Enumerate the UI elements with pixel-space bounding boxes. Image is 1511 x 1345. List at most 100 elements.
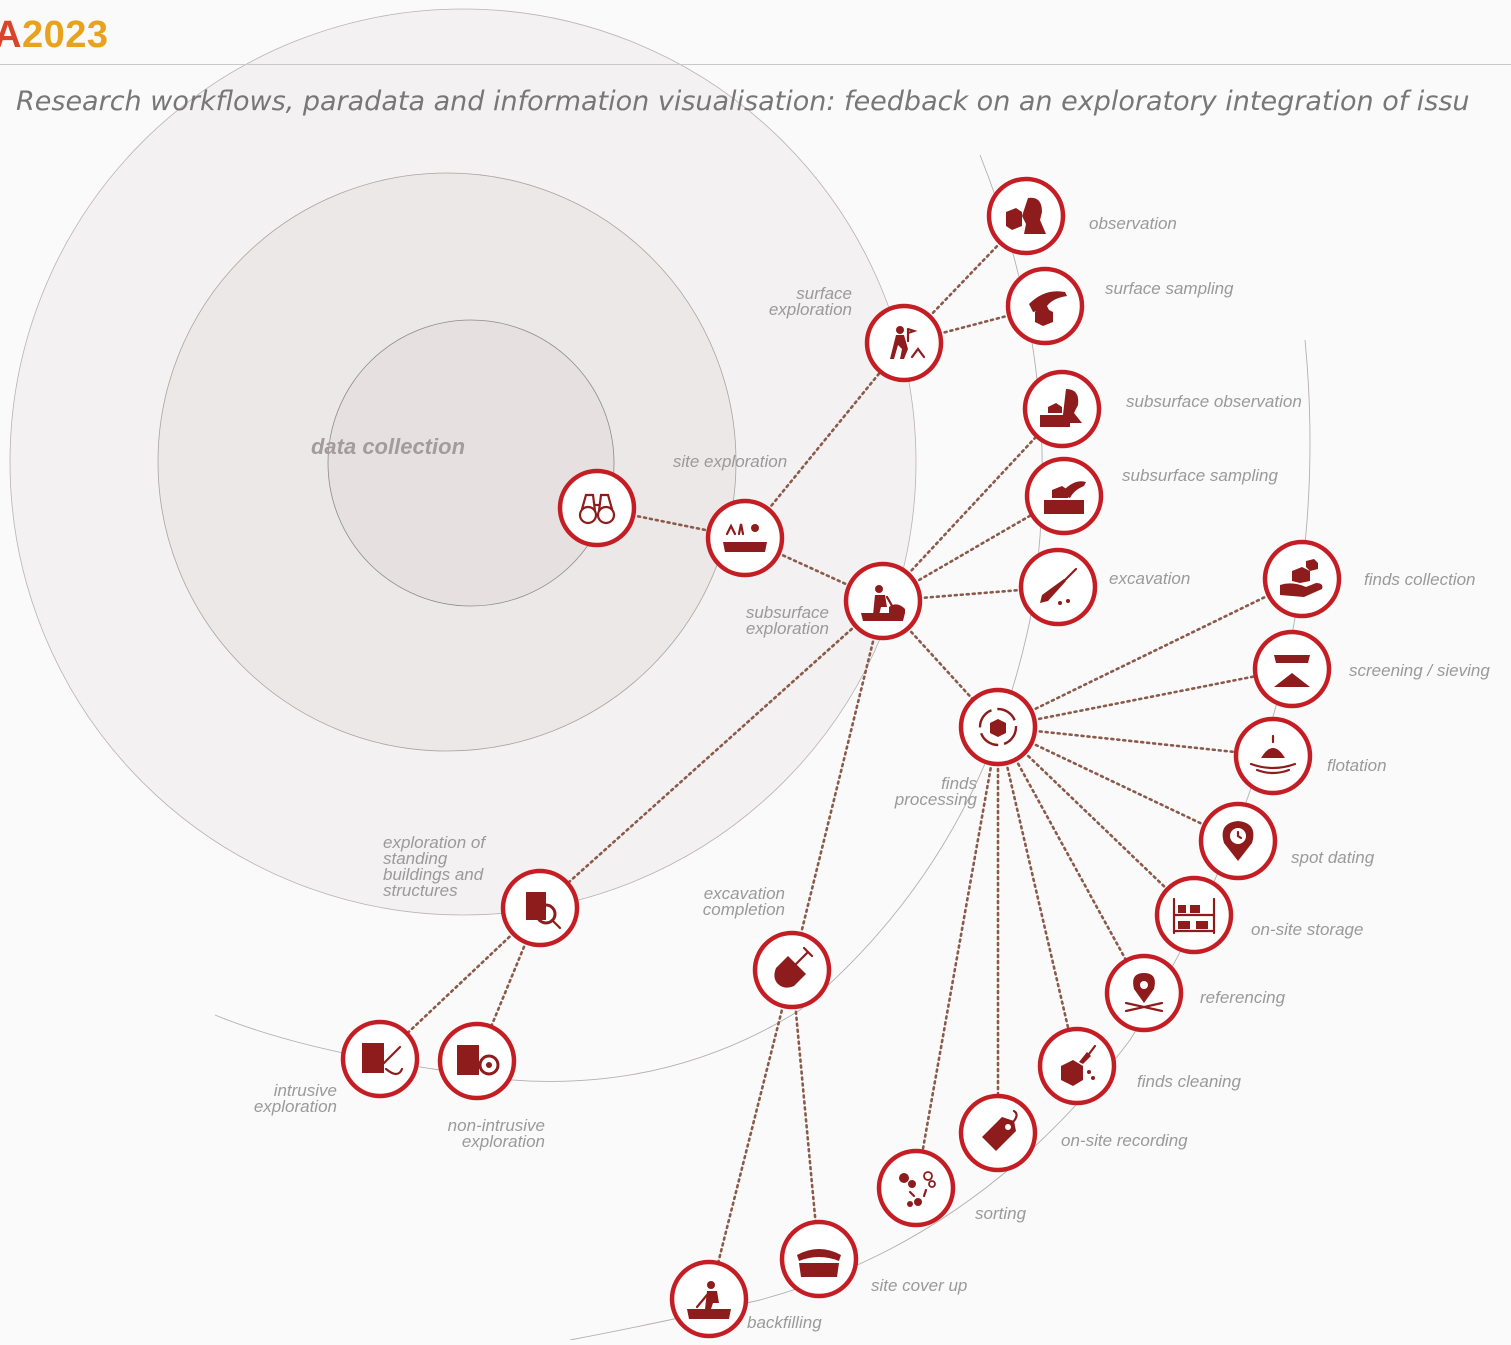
node-exploration-standing-buildings[interactable] (500, 868, 580, 948)
backfill-digger-icon (687, 1281, 731, 1319)
node-flotation[interactable] (1233, 716, 1313, 796)
node-screening-sieving[interactable] (1252, 629, 1332, 709)
node-sorting[interactable] (876, 1148, 956, 1228)
label-line: surface sampling (1105, 279, 1234, 298)
label-line: exploration of (383, 833, 487, 852)
header-divider (0, 64, 1511, 65)
node-surface-exploration[interactable] (864, 303, 944, 383)
node-excavation[interactable] (1018, 547, 1098, 627)
label-screening-sieving: screening / sieving (1349, 661, 1490, 680)
node-observation[interactable] (986, 176, 1066, 256)
node-excavation-completion[interactable] (752, 930, 832, 1010)
node-subsurface-sampling[interactable] (1024, 456, 1104, 536)
conference-brand: A2023 (0, 14, 109, 57)
node-finds-cleaning[interactable] (1037, 1026, 1117, 1106)
label-line: screening / sieving (1349, 661, 1490, 680)
link-subsurface-exploration-subsurface-observation (881, 407, 1064, 603)
link-excavation-completion-site-cover-up (790, 968, 821, 1261)
node-on-site-recording[interactable] (958, 1093, 1038, 1173)
label-spot-dating: spot dating (1291, 848, 1375, 867)
hiker-icon (890, 326, 926, 359)
soil-sample-icon (1044, 481, 1086, 514)
node-non-intrusive-exploration[interactable] (437, 1021, 517, 1101)
label-surface-sampling: surface sampling (1105, 279, 1234, 298)
node-ring (1252, 629, 1332, 709)
label-line: finds (941, 774, 977, 793)
link-finds-processing-spot-dating (996, 725, 1240, 843)
node-site-exploration[interactable] (705, 498, 785, 578)
label-line: finds collection (1364, 570, 1476, 589)
label-line: non-intrusive (448, 1116, 545, 1135)
link-excavation-completion-backfilling (707, 968, 794, 1301)
node-spot-dating[interactable] (1198, 801, 1278, 881)
node-on-site-storage[interactable] (1154, 875, 1234, 955)
label-site-exploration: site exploration (673, 452, 787, 471)
label-observation: observation (1089, 214, 1177, 233)
label-line: backfilling (747, 1313, 822, 1332)
clock-pin-icon (1222, 821, 1254, 861)
shovel-icon (774, 946, 814, 988)
label-backfilling: backfilling (747, 1313, 822, 1332)
label-excavation: excavation (1109, 569, 1190, 588)
observer-soil-icon (1040, 389, 1082, 427)
node-subsurface-exploration[interactable] (843, 561, 923, 641)
inner-ring (327, 319, 615, 607)
label-line: observation (1089, 214, 1177, 233)
label-line: on-site storage (1251, 920, 1363, 939)
label-line: subsurface observation (1126, 392, 1302, 411)
label-line: exploration (254, 1097, 337, 1116)
hand-boxes-icon (1280, 559, 1323, 597)
page-subtitle: Research workflows, paradata and informa… (16, 86, 1470, 117)
label-line: exploration (746, 619, 829, 638)
node-ring (876, 1148, 956, 1228)
background-rings (9, 8, 1311, 1341)
label-line: subsurface (746, 603, 829, 622)
node-data-collection[interactable] (557, 468, 637, 548)
label-line: spot dating (1291, 848, 1375, 867)
node-site-cover-up[interactable] (779, 1219, 859, 1299)
node-finds-collection[interactable] (1262, 539, 1342, 619)
trowel-icon (1040, 567, 1078, 605)
label-line: site exploration (673, 452, 787, 471)
label-site-cover-up: site cover up (871, 1276, 967, 1295)
node-ring (705, 498, 785, 578)
node-ring (779, 1219, 859, 1299)
label-subsurface-sampling: subsurface sampling (1122, 466, 1278, 485)
brush-box-icon (1061, 1044, 1097, 1086)
link-finds-processing-finds-cleaning (996, 725, 1079, 1068)
site-landscape-icon (723, 523, 767, 552)
shelf-icon (1172, 897, 1216, 935)
cover-up-icon (797, 1249, 841, 1277)
label-subsurface-observation: subsurface observation (1126, 392, 1302, 411)
nodes (340, 176, 1342, 1339)
node-surface-sampling[interactable] (1005, 266, 1085, 346)
center-label: data collection (311, 434, 465, 459)
label-finds-collection: finds collection (1364, 570, 1476, 589)
label-line: on-site recording (1061, 1131, 1188, 1150)
node-ring (557, 468, 637, 548)
link-subsurface-exploration-excavation-completion (790, 599, 885, 972)
node-finds-processing[interactable] (958, 687, 1038, 767)
link-subsurface-exploration-exploration-standing-buildings (538, 599, 885, 910)
binoculars-icon (578, 493, 616, 525)
label-line: buildings and (383, 865, 484, 884)
observer-head-icon (1006, 197, 1046, 234)
node-backfilling[interactable] (669, 1259, 749, 1339)
label-line: processing (894, 790, 978, 809)
node-subsurface-observation[interactable] (1022, 369, 1102, 449)
link-finds-processing-on-site-storage (996, 725, 1196, 917)
label-on-site-recording: on-site recording (1061, 1131, 1188, 1150)
link-finds-processing-sorting (914, 725, 1000, 1190)
building-eye-icon (457, 1045, 500, 1076)
node-referencing[interactable] (1104, 953, 1184, 1033)
label-line: excavation (704, 884, 785, 903)
label-line: finds cleaning (1137, 1072, 1242, 1091)
node-intrusive-exploration[interactable] (340, 1019, 420, 1099)
